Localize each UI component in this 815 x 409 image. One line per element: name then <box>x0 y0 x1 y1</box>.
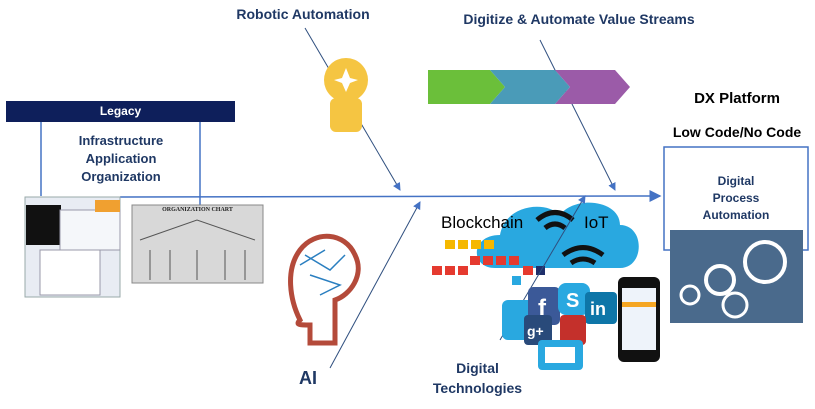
legacy-header-label: Legacy <box>99 104 142 118</box>
legacy-item: Application <box>85 151 157 166</box>
ai-label: AI <box>299 368 317 388</box>
iot-label: IoT <box>584 213 609 232</box>
low-code-subtitle: Low Code/No Code <box>672 124 802 140</box>
smartphone-icon <box>618 277 660 362</box>
chevron-green <box>428 70 505 104</box>
value-streams-label: Digitize & Automate Value Streams <box>463 11 695 27</box>
robot-icon <box>324 58 368 132</box>
blockchain-label: Blockchain <box>441 213 524 232</box>
svg-text:in: in <box>590 299 606 319</box>
value-stream-arrow <box>539 39 616 191</box>
svg-text:g+: g+ <box>527 323 544 339</box>
wifi-icon <box>535 210 605 266</box>
process-automation-image <box>670 230 803 323</box>
main-arrow <box>119 190 662 203</box>
digital-technologies-label: Digital Technologies <box>420 358 535 398</box>
svg-text:f: f <box>538 295 547 322</box>
digital-line: Technologies <box>432 380 523 396</box>
org-chart-title: ORGANIZATION CHART <box>162 207 233 213</box>
legacy-list: Infrastructure Application Organization <box>50 132 192 186</box>
robotic-automation-label: Robotic Automation <box>236 6 370 22</box>
dpa-label: Digital Process Automation <box>664 173 808 224</box>
brain-icon <box>288 233 361 346</box>
ai-arrow <box>329 201 421 369</box>
digital-line: Digital <box>456 360 499 376</box>
dpa-line: Process <box>712 191 760 205</box>
legacy-item: Organization <box>81 169 161 184</box>
svg-text:S: S <box>566 290 579 312</box>
org-chart-image <box>131 204 264 284</box>
dx-platform-title: DX Platform <box>694 90 780 107</box>
dpa-line: Automation <box>702 208 770 222</box>
legacy-screenshots <box>24 196 121 298</box>
dpa-line: Digital <box>717 174 755 188</box>
legacy-header: Legacy <box>6 101 235 122</box>
legacy-item: Infrastructure <box>78 133 164 148</box>
social-icons: f S in g+ <box>502 283 617 370</box>
chevron-teal <box>490 70 570 104</box>
chevron-purple <box>555 70 630 104</box>
